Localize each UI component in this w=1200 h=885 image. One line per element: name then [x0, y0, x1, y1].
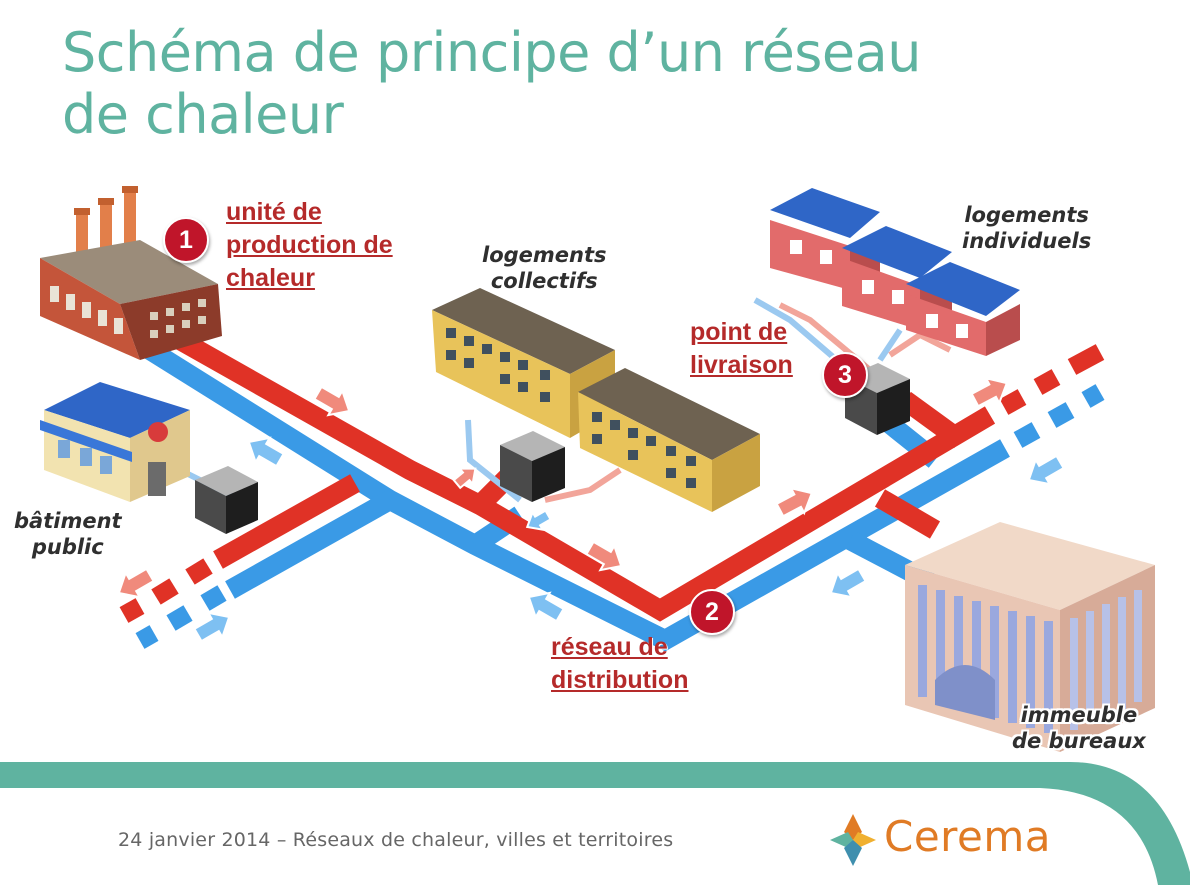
- hot-pipe-delivery: [899, 391, 966, 449]
- cold-pipe-dashes: [135, 384, 1105, 649]
- label-collective-housing: logements collectifs: [482, 243, 607, 293]
- hot-pipe-public: [213, 474, 360, 569]
- hot-flow-arrow: [117, 567, 155, 599]
- substation-public-icon: [195, 466, 258, 534]
- badge-distribution: 2: [689, 589, 735, 635]
- hot-flow-arrow: [775, 486, 814, 518]
- hot-pipe-offices: [874, 489, 941, 539]
- cold-flow-arrow: [193, 611, 231, 643]
- label-office-building: immeuble de bureaux: [1012, 703, 1146, 753]
- cold-flow-arrow: [829, 567, 867, 599]
- collective-housing-icon: [432, 288, 760, 512]
- individual-houses-icon: [770, 188, 1020, 356]
- label-production-unit: unité de production de chaleur: [226, 198, 393, 292]
- title-line-2: de chaleur: [62, 83, 344, 146]
- page-title: Schéma de principe d’un réseau de chaleu…: [62, 22, 1022, 146]
- substation-collective-icon: [500, 431, 565, 502]
- label-individual-housing: logements individuels: [962, 203, 1092, 253]
- cold-flow-arrow: [247, 436, 285, 468]
- cerema-logo-icon: [830, 814, 876, 866]
- label-delivery-point: point de livraison: [690, 318, 793, 379]
- label-distribution-network: réseau de distribution: [551, 633, 689, 694]
- label-public-building: bâtiment public: [14, 509, 122, 559]
- factory-icon: [40, 186, 222, 360]
- cold-flow-arrow: [527, 591, 565, 623]
- badge-delivery: 3: [822, 352, 868, 398]
- cerema-logo-text: Cerema: [884, 812, 1052, 861]
- hot-flow-arrow: [313, 385, 351, 417]
- hot-flow-arrow: [585, 540, 623, 572]
- footer-band: [0, 762, 1070, 788]
- cold-flow-arrow: [1027, 454, 1065, 486]
- hot-flow-arrow: [452, 467, 477, 490]
- hot-pipe-main: [175, 331, 996, 622]
- cold-pipe-public: [225, 491, 395, 599]
- footer-text: 24 janvier 2014 – Réseaux de chaleur, vi…: [118, 829, 674, 851]
- badge-production: 1: [163, 217, 209, 263]
- cold-flow-arrow: [525, 509, 552, 532]
- office-building-icon: [905, 522, 1155, 752]
- flow-arrows-cold: [193, 436, 1065, 643]
- hot-pipe-dashes: [119, 344, 1105, 623]
- public-building-icon: [40, 382, 190, 502]
- footer-curve: [1040, 762, 1190, 885]
- title-line-1: Schéma de principe d’un réseau: [62, 21, 921, 84]
- hot-flow-arrow: [970, 376, 1009, 408]
- flow-arrows-hot: [117, 376, 1009, 599]
